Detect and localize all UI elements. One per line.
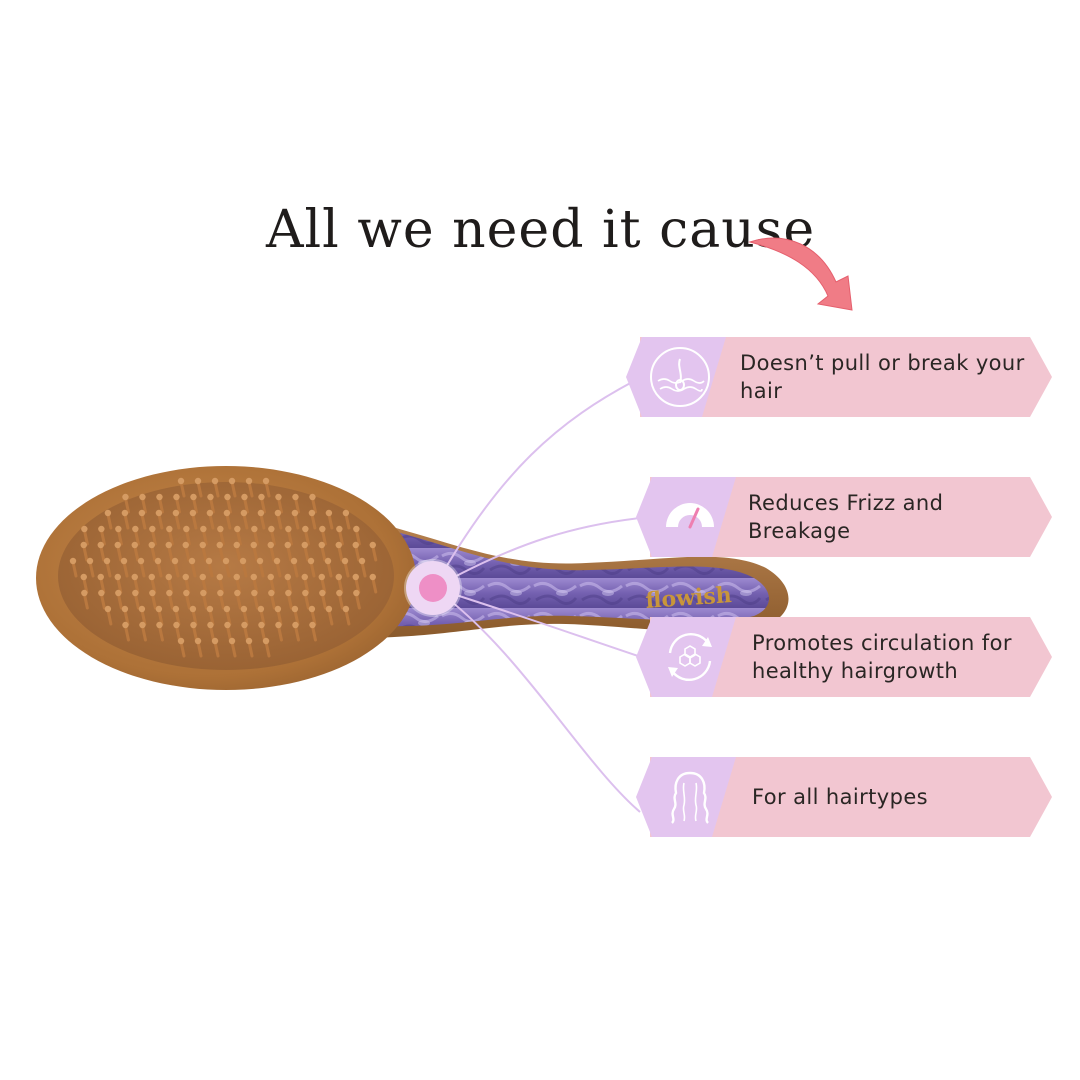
feature-text-1: Doesn’t pull or break your hair [740, 351, 1025, 403]
headline: All we need it cause [266, 200, 816, 260]
feature-text-4: For all hairtypes [752, 785, 928, 809]
feature-banner-4: For all hairtypes [650, 757, 1052, 837]
hairbrush-image: flowish [26, 428, 806, 698]
hub-dot [419, 574, 447, 602]
feature-banner-2: Reduces Frizz and Breakage [650, 477, 1052, 557]
svg-text:flowish: flowish [645, 582, 733, 614]
bristles [69, 477, 378, 658]
connector-hub [406, 561, 460, 615]
feature-text-2: Reduces Frizz and Breakage [748, 491, 944, 543]
feature-text-3: Promotes circulation for healthy hairgro… [752, 631, 1012, 683]
feature-banner-1: Doesn’t pull or break your hair [640, 337, 1052, 417]
feature-banner-3: Promotes circulation for healthy hairgro… [650, 617, 1052, 697]
curved-arrow-icon [744, 224, 874, 324]
